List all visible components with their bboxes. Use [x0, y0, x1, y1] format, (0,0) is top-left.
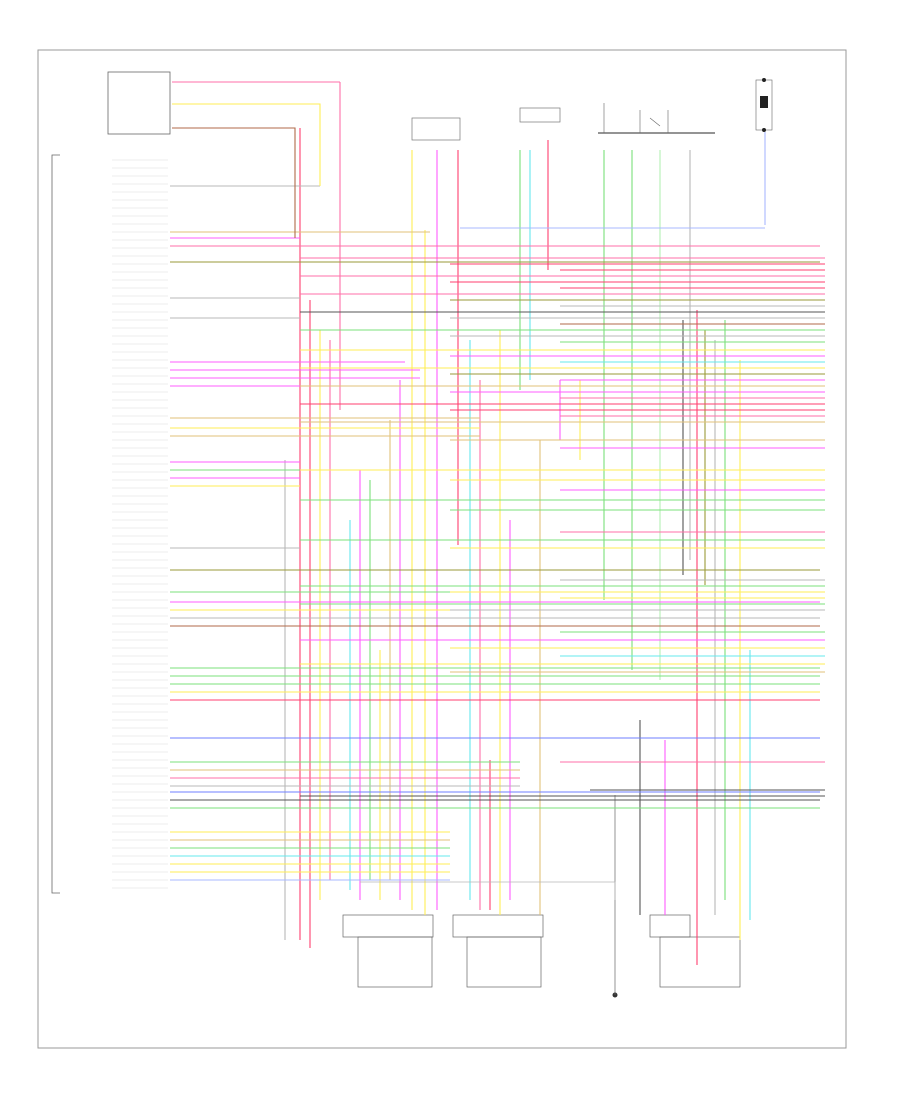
sensor-lines-3	[603, 103, 669, 133]
wire-top	[172, 127, 296, 238]
pcm-bracket	[51, 154, 60, 894]
wire-top	[172, 103, 321, 186]
pin-list	[112, 159, 168, 889]
sensor-box-2	[519, 107, 561, 123]
bottom-component-group-3	[649, 914, 741, 988]
diagram-frame	[37, 49, 847, 1049]
sensor-box-1	[411, 117, 461, 141]
wire-group	[170, 81, 825, 965]
wire-bottom	[360, 881, 616, 900]
bottom-component-group-2	[452, 914, 544, 988]
bottom-component-group-1	[342, 914, 434, 988]
top-right-component	[755, 78, 773, 132]
module-box-top-left	[107, 71, 171, 135]
